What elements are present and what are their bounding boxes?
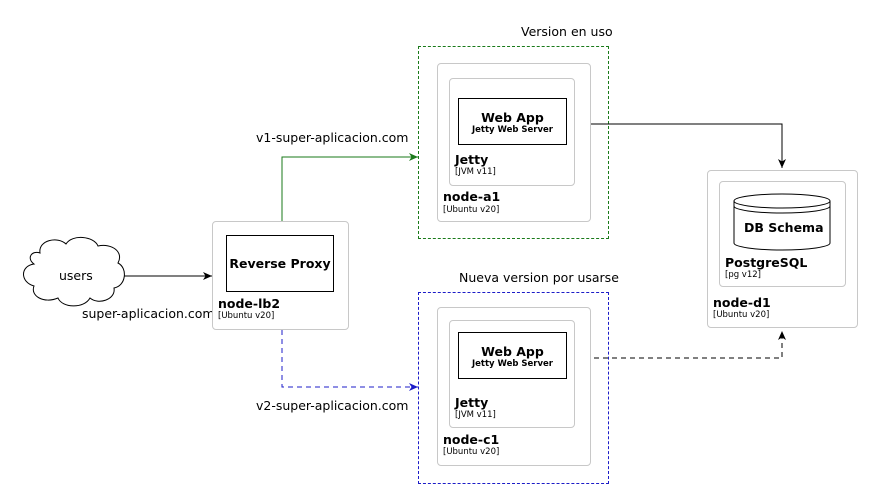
node-a1-os: [Ubuntu v20] — [443, 205, 500, 215]
group-nueva-version-label: Nueva version por usarse — [459, 270, 619, 285]
node-a1-name: node-a1 — [443, 189, 501, 204]
edge-c1-db — [567, 331, 786, 359]
postgresql-name: PostgreSQL — [725, 255, 808, 270]
node-c1-name: node-c1 — [443, 432, 500, 447]
jetty-c1-ver: [JVM v11] — [455, 410, 496, 420]
postgresql-ver: [pg v12] — [725, 270, 761, 280]
webapp-c1-sub: Jetty Web Server — [471, 359, 553, 369]
users-label: users — [59, 268, 93, 283]
group-version-en-uso — [418, 46, 609, 239]
edge-label-proxy-v1: v1-super-aplicacion.com — [256, 130, 409, 145]
jetty-a1-ver: [JVM v11] — [455, 167, 496, 177]
webapp-c1-title: Web App — [481, 344, 544, 359]
jetty-a1-name: Jetty — [455, 152, 489, 167]
edge-proxy-v2 — [281, 330, 418, 391]
edge-proxy-v1 — [281, 153, 418, 221]
reverse-proxy-component[interactable]: Reverse Proxy — [226, 235, 334, 292]
edge-label-proxy-v2: v2-super-aplicacion.com — [256, 398, 409, 413]
node-d1-name: node-d1 — [713, 295, 771, 310]
edge-a1-db — [567, 123, 786, 168]
group-version-en-uso-label: Version en uso — [521, 24, 613, 39]
node-c1-os: [Ubuntu v20] — [443, 447, 500, 457]
users-cloud-shape — [23, 237, 125, 307]
node-lb2-os: [Ubuntu v20] — [218, 311, 275, 321]
db-schema-label: DB Schema — [744, 220, 824, 235]
node-d1-os: [Ubuntu v20] — [713, 310, 770, 320]
node-lb2-name: node-lb2 — [218, 296, 281, 311]
group-nueva-version — [418, 292, 609, 484]
webapp-c1[interactable]: Web App Jetty Web Server — [458, 332, 567, 379]
webapp-a1-sub: Jetty Web Server — [471, 125, 553, 135]
webapp-a1-title: Web App — [481, 110, 544, 125]
edge-label-users-proxy: super-aplicacion.com — [82, 306, 215, 321]
webapp-a1[interactable]: Web App Jetty Web Server — [458, 98, 567, 145]
jetty-c1-name: Jetty — [455, 395, 489, 410]
reverse-proxy-title: Reverse Proxy — [229, 256, 331, 271]
